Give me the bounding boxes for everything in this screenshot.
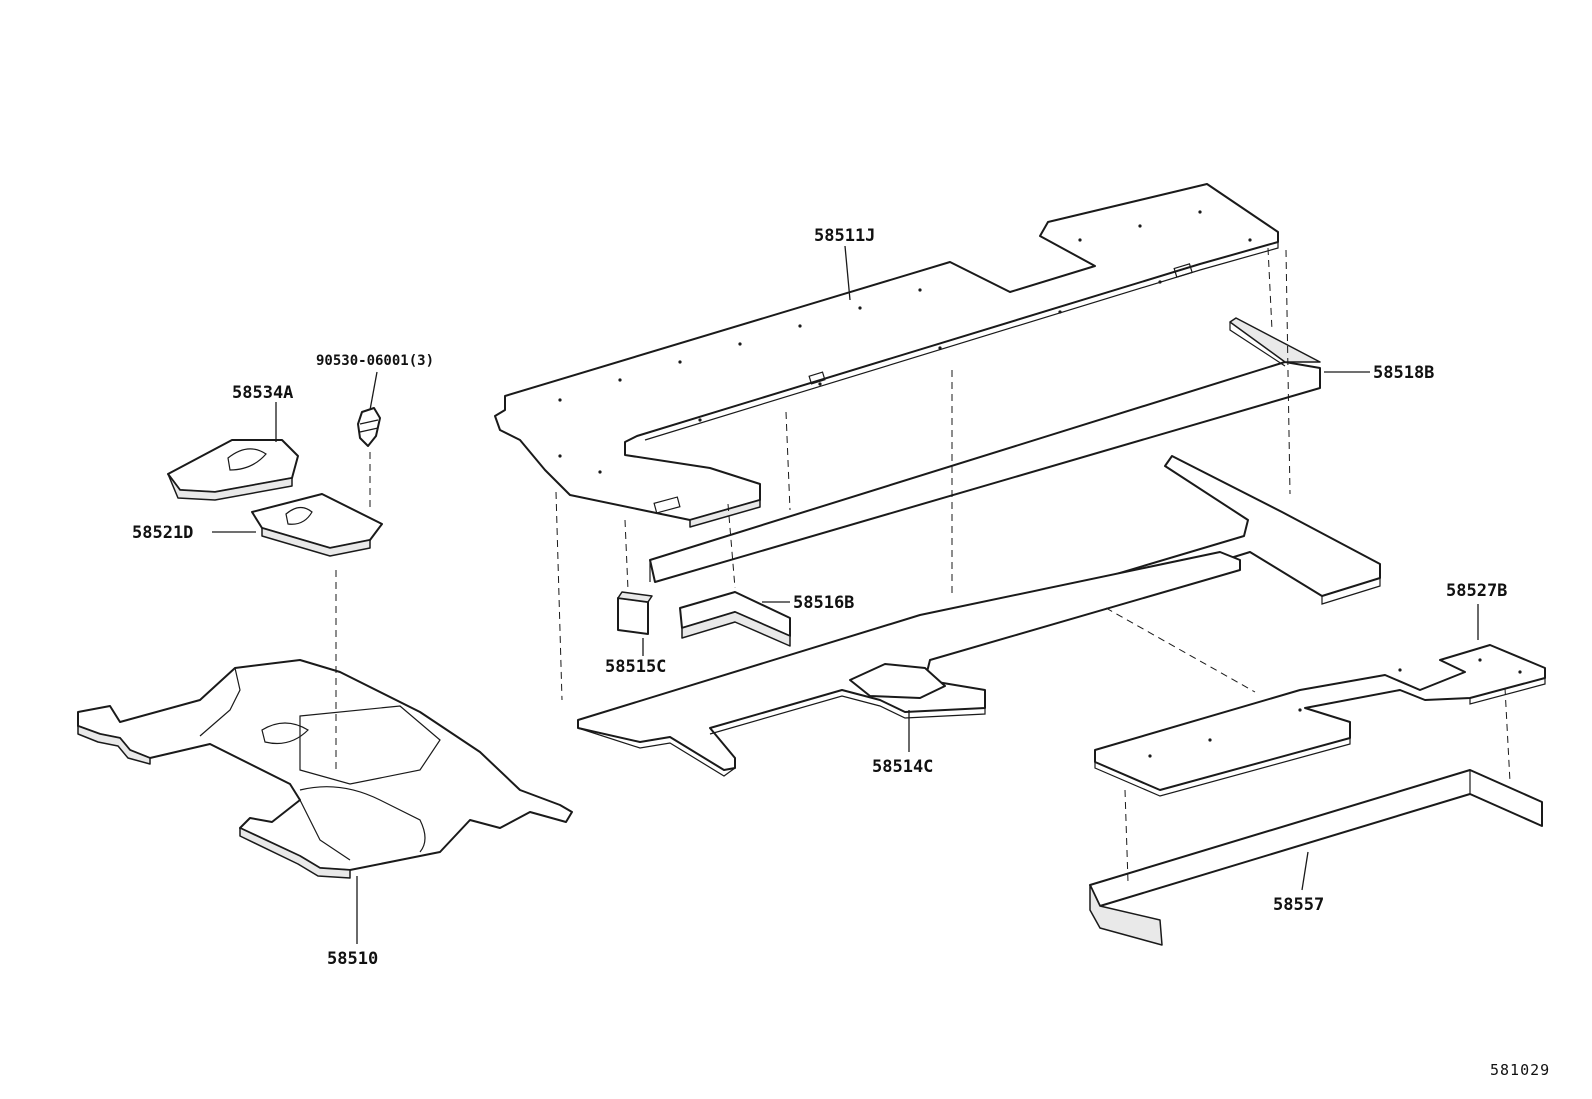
part-58516B-small-bracket[interactable] [679, 591, 791, 647]
part-58521D-pad[interactable] [251, 493, 383, 557]
part-58510-front-floor-carpet[interactable] [77, 659, 573, 879]
part-58514C-lower-board[interactable] [577, 551, 1241, 777]
label-58527B[interactable]: 58527B [1446, 581, 1507, 601]
part-58557-angle-strip[interactable] [1089, 769, 1543, 946]
illustration-code: 581029 [1490, 1061, 1550, 1079]
part-58534A-cover-cap[interactable] [167, 439, 299, 501]
label-58516B[interactable]: 58516B [793, 593, 854, 613]
label-58515C[interactable]: 58515C [605, 657, 666, 677]
part-90530-06001-clip[interactable] [357, 407, 381, 447]
label-58521D[interactable]: 58521D [132, 523, 193, 543]
leader-lines [212, 245, 1479, 944]
part-labels: 58511J 58518B 90530-06001(3) 58534A 5852… [132, 226, 1550, 1079]
assembly-dash-lines [335, 247, 1511, 883]
label-58534A[interactable]: 58534A [232, 383, 293, 403]
label-58514C[interactable]: 58514C [872, 757, 933, 777]
label-58557[interactable]: 58557 [1273, 895, 1324, 915]
label-58518B[interactable]: 58518B [1373, 363, 1434, 383]
part-58511J-floor-board[interactable] [494, 183, 1279, 528]
label-58510[interactable]: 58510 [327, 949, 378, 969]
part-58527B-right-board[interactable] [1094, 644, 1546, 797]
part-58518B-spacer-strip[interactable] [649, 317, 1321, 583]
part-58515C-small-pad[interactable] [617, 591, 653, 635]
label-90530-06001[interactable]: 90530-06001(3) [316, 353, 434, 369]
label-58511J[interactable]: 58511J [814, 226, 875, 246]
